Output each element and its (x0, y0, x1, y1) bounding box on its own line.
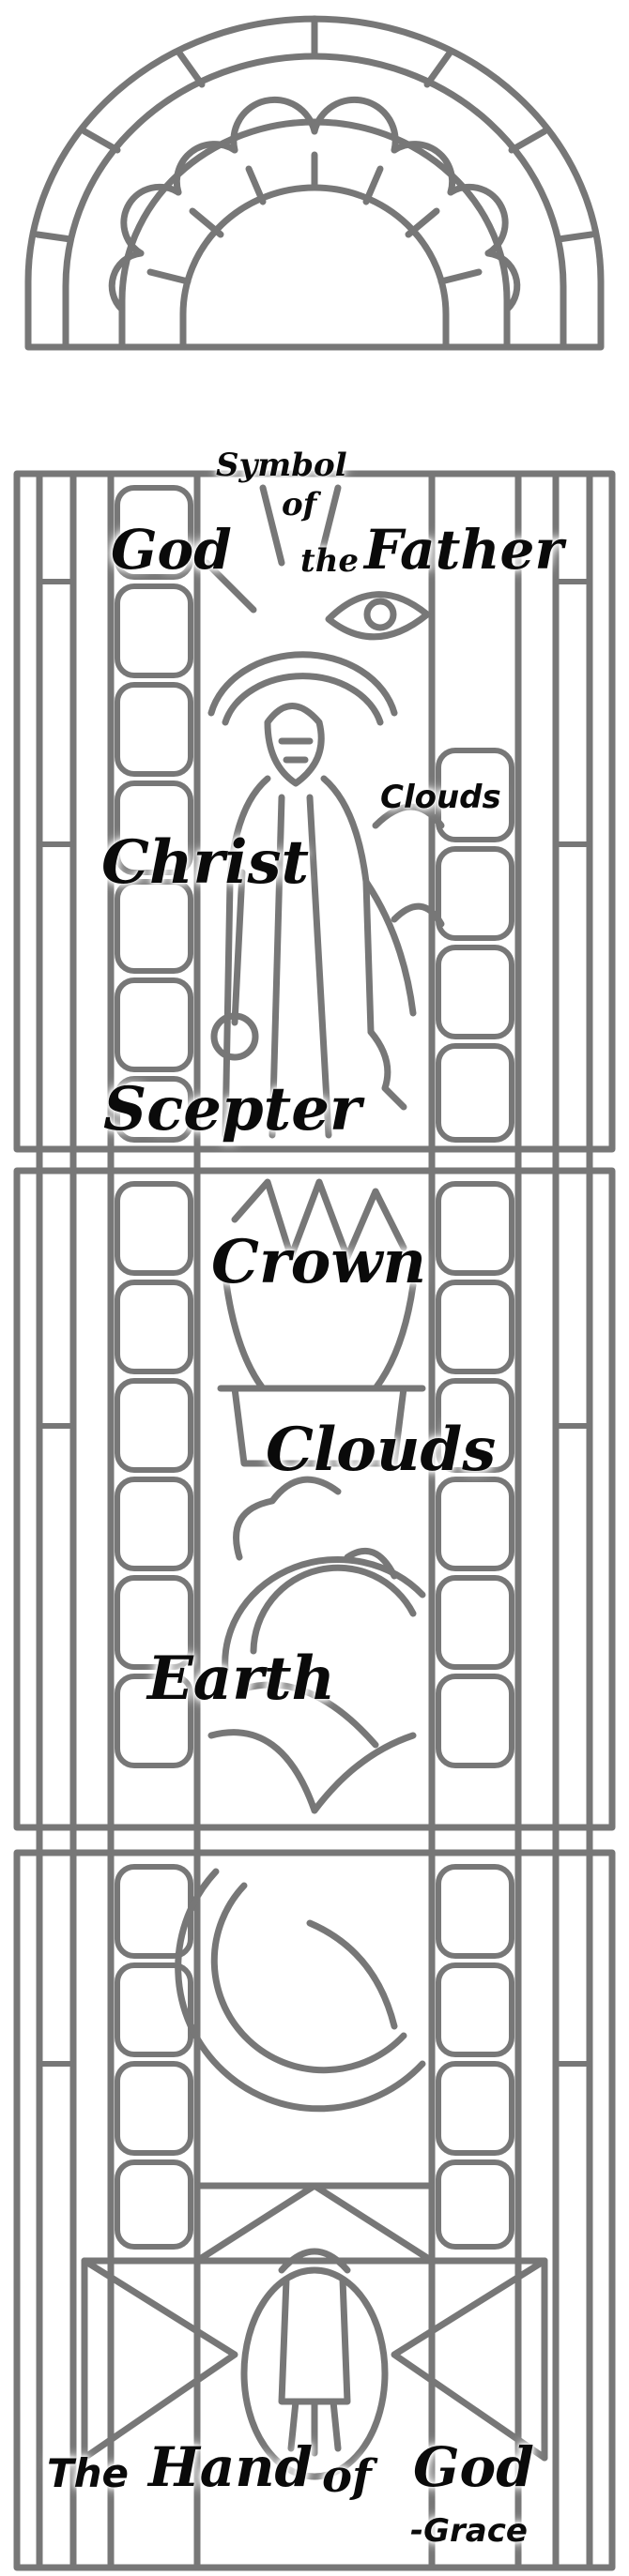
label-god-2: God (413, 2435, 534, 2499)
label-earth: Earth (147, 1644, 335, 1714)
label-of: of (282, 486, 316, 523)
label-grace: -Grace (410, 2512, 528, 2550)
label-the-2: The (47, 2450, 129, 2496)
label-the: the (300, 542, 359, 580)
label-of-2: of (322, 2450, 372, 2503)
label-god: God (111, 518, 232, 582)
arch-transom (28, 19, 601, 347)
label-father: Father (364, 518, 563, 582)
label-hand: Hand (148, 2435, 313, 2499)
label-symbol: Symbol (216, 447, 347, 484)
label-clouds-1: Clouds (380, 779, 501, 816)
label-clouds-2: Clouds (266, 1415, 496, 1485)
label-crown: Crown (211, 1227, 426, 1297)
label-christ: Christ (101, 827, 309, 898)
column-blocks (39, 488, 590, 2247)
label-scepter: Scepter (103, 1074, 361, 1144)
